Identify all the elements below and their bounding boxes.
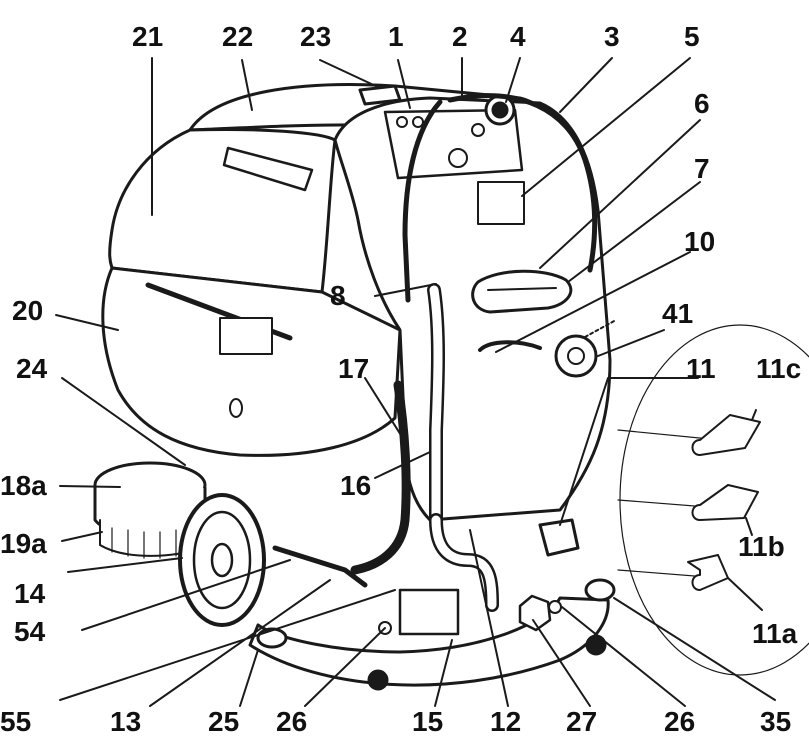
callout-13: 13 [110, 706, 142, 737]
callout-10: 10 [684, 226, 716, 257]
tank-upper [108, 127, 337, 294]
handle-bar-left [402, 99, 443, 303]
callout-19a: 19a [0, 528, 47, 559]
callout-1: 1 [388, 21, 404, 52]
callout-15: 15 [412, 706, 444, 737]
caster-right [585, 634, 607, 656]
callout-23: 23 [300, 21, 332, 52]
squeegee-bracket [398, 588, 460, 636]
callout-41: 41 [662, 298, 694, 329]
callout-3: 3 [604, 21, 620, 52]
squeegee-wheel-left [256, 627, 288, 649]
callout-12: 12 [490, 706, 522, 737]
dashboard-knob [448, 148, 468, 168]
tank-handle-recess [222, 146, 314, 192]
callout-22: 22 [222, 21, 254, 52]
callout-7: 7 [694, 153, 710, 184]
pedal-b [691, 484, 759, 521]
callout-5: 5 [684, 21, 700, 52]
bracket-bolt-right [548, 600, 562, 614]
callout-21: 21 [132, 21, 164, 52]
callout-4: 4 [510, 21, 526, 52]
squeegee-blade [248, 596, 610, 687]
callout-11c: 11c [756, 353, 802, 384]
suction-hose-back [350, 380, 411, 575]
squeegee-lever [478, 340, 542, 352]
tank-lower [101, 266, 402, 457]
callout-17: 17 [338, 353, 370, 384]
callout-2: 2 [452, 21, 468, 52]
pedal [538, 518, 580, 557]
pedal-a [687, 554, 729, 591]
tank-drain-cap [229, 398, 243, 418]
callout-11: 11 [686, 353, 716, 384]
label-plate [219, 317, 273, 355]
callout-18a: 18a [0, 470, 47, 501]
hose-coil-holder [471, 269, 573, 314]
squeegee-wheel-right [584, 578, 616, 602]
callout-24: 24 [16, 353, 48, 384]
callout-27: 27 [566, 706, 598, 737]
callout-6: 6 [694, 88, 710, 119]
callout-35: 35 [760, 706, 792, 737]
handle-bar [447, 93, 598, 273]
squeegee-knob [518, 594, 552, 632]
caster-left [367, 669, 389, 691]
pedal-c [691, 414, 761, 456]
callout-20: 20 [12, 295, 44, 326]
dashboard-switch-3 [471, 123, 485, 137]
callout-55: 55 [0, 706, 32, 737]
callout-14: 14 [14, 578, 46, 609]
serial-plate [477, 181, 525, 225]
base-pipe [272, 545, 368, 588]
callout-8: 8 [330, 280, 346, 311]
callout-26-left: 26 [276, 706, 308, 737]
emergency-knob-inner [491, 101, 509, 119]
dashboard-switch-1 [396, 116, 408, 128]
callout-25: 25 [208, 706, 240, 737]
callout-54: 54 [14, 616, 46, 647]
callout-26-right: 26 [664, 706, 696, 737]
dashboard-switch-2 [412, 116, 424, 128]
callout-16: 16 [340, 470, 372, 501]
callout-11b: 11b [738, 531, 785, 562]
callout-11a: 11a [752, 618, 798, 649]
